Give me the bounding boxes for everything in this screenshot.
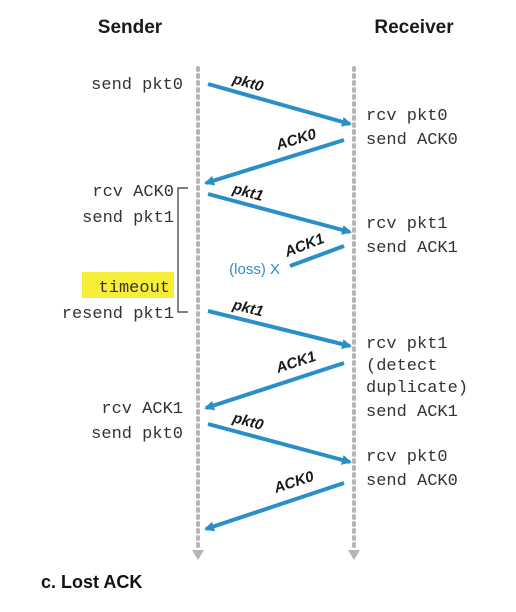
sender-header: Sender — [98, 17, 163, 38]
figure-caption: c. Lost ACK — [41, 572, 142, 592]
sender-event-rcv-ack0: rcv ACK0 — [92, 183, 174, 202]
receiver-event-rcv-pkt1: rcv pkt1 — [366, 215, 448, 234]
sender-event-rcv-ack1: rcv ACK1 — [101, 400, 183, 419]
receiver-event-duplicate: duplicate) — [366, 379, 468, 398]
arrow-pkt0 — [207, 82, 352, 127]
timeout-highlight — [82, 272, 174, 298]
arrow-pkt1 — [207, 192, 352, 235]
receiver-event-rcv-pkt1: rcv pkt1 — [366, 335, 448, 354]
sender-timeline-arrowhead — [192, 550, 204, 560]
loss-label: (loss) X — [229, 261, 280, 278]
receiver-event-send-ack0: send ACK0 — [366, 472, 458, 491]
arrow-ack1 — [204, 361, 345, 411]
receiver-event-send-ack0: send ACK0 — [366, 131, 458, 150]
arrow-pkt0-2 — [207, 422, 352, 465]
receiver-event-detect: (detect — [366, 357, 437, 376]
receiver-event-send-ack1: send ACK1 — [366, 403, 458, 422]
arrow-ack0 — [204, 138, 345, 186]
receiver-event-send-ack1: send ACK1 — [366, 239, 458, 258]
receiver-event-rcv-pkt0: rcv pkt0 — [366, 448, 448, 467]
sender-event-resend-pkt1: resend pkt1 — [62, 305, 174, 324]
sender-event-send-pkt1: send pkt1 — [82, 209, 174, 228]
sender-event-timeout: timeout — [99, 279, 170, 298]
receiver-timeline-arrowhead — [348, 550, 360, 560]
sender-event-send-pkt0: send pkt0 — [91, 76, 183, 95]
receiver-event-rcv-pkt0: rcv pkt0 — [366, 107, 448, 126]
arrow-ack1-lost — [289, 244, 345, 268]
receiver-header: Receiver — [374, 17, 454, 38]
sender-event-send-pkt0: send pkt0 — [91, 425, 183, 444]
arrow-ack0-2 — [204, 481, 345, 532]
timeout-bracket — [177, 187, 188, 313]
arrow-pkt1-resend — [207, 309, 352, 349]
